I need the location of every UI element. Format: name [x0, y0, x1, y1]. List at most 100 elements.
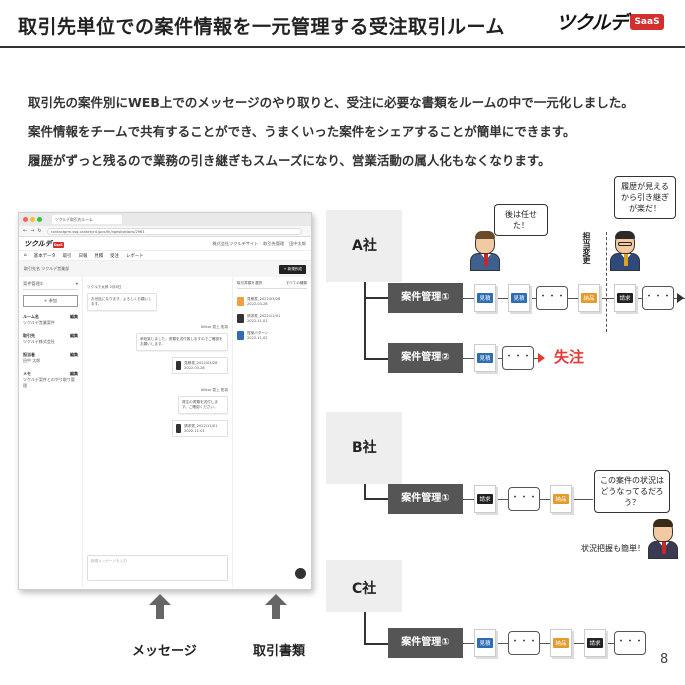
speech-bubble: 履歴が見えるから引き継ぎが楽だ！ — [614, 176, 676, 219]
user-name[interactable]: 田中太郎 — [289, 240, 306, 246]
maximize-dot-icon[interactable] — [37, 217, 42, 222]
person-icon — [470, 231, 500, 271]
lead-line-2: 案件情報をチームで共有することができ、うまくいった案件をシェアすることが簡単にで… — [28, 124, 576, 139]
nav-item-report[interactable]: レポート — [125, 253, 144, 259]
company-label-b: B社 — [352, 440, 377, 456]
doc-estimate: 見積 — [508, 284, 530, 312]
company-name: 株式会社ツクルデサイト — [212, 240, 259, 246]
sidebar-section: 担当者編集田中 太郎 — [23, 352, 78, 363]
chevron-down-icon[interactable]: ▾ — [75, 281, 78, 286]
brand-saas-badge: SaaS — [630, 13, 664, 30]
reload-icon[interactable]: ↻ — [37, 228, 42, 234]
nav-item-quote[interactable]: 見積 — [94, 253, 104, 259]
app-screenshot: ツクルデ取引先ルーム ← → ↻ contactgrm.ssg.cantetyr… — [18, 212, 312, 590]
back-icon[interactable]: ← — [23, 228, 28, 234]
room-breadcrumb: 取引先名 ツクルデ営業部 — [24, 266, 70, 271]
doc-delivery: 納品 — [578, 284, 600, 312]
new-room-button[interactable]: + 新規作成 — [279, 264, 306, 274]
company-label-a: A社 — [352, 238, 377, 254]
doc-invoice: 請求 — [584, 629, 606, 657]
message-bubble: お世話になります。よろしくお願いします。 — [87, 293, 157, 311]
app-nav: ⌂ 基本データ 取引 日報 見積 受注 レポート — [19, 251, 311, 261]
nav-item-master[interactable]: 基本データ — [33, 253, 56, 259]
doc-type-select[interactable]: すべての種類 — [285, 281, 307, 285]
message-bubble: 発注の書類を送付します。ご確認ください。 — [178, 396, 228, 414]
speech-bubble: この案件の状況はどうなってるだろう？ — [594, 470, 670, 513]
nav-item-deals[interactable]: 取引 — [62, 253, 72, 259]
lead-line-3: 履歴がずっと残るので業務の引き継ぎもスムーズになり、営業活動の属人化もなくなりま… — [28, 153, 551, 168]
home-icon[interactable]: ⌂ — [24, 253, 27, 258]
caption-documents: 取引書類 — [253, 644, 306, 659]
document-icon — [237, 314, 244, 323]
header-menu[interactable]: 取引先管理 — [263, 240, 285, 246]
title-divider — [0, 46, 685, 48]
caption-message: メッセージ — [132, 644, 197, 659]
room-subbar: 取引先名 ツクルデ営業部 + 新規作成 — [19, 261, 311, 277]
doc-estimate: 見積 — [474, 344, 496, 372]
message-dots: ・・・ — [642, 286, 674, 310]
nav-item-order[interactable]: 受注 — [110, 253, 119, 259]
person-icon — [648, 519, 678, 559]
url-bar: ← → ↻ contactgrm.ssg.cantetyrd.jpco/th/n… — [19, 226, 311, 237]
sidebar-section: ルーム名編集ツクルデ営業案件 — [23, 314, 78, 325]
message-dots: ・・・ — [508, 631, 540, 655]
document-icon — [176, 424, 182, 433]
flow-line — [463, 643, 629, 645]
brand-logo-text: ツクルデ — [556, 12, 628, 34]
doc-filter-select[interactable]: 取引書類を選択 — [237, 281, 263, 285]
message-bubble: 承知致しました。書類を送付致しますのでご確認をお願いします。 — [136, 333, 228, 351]
handover-label: 担当変更 — [582, 232, 591, 264]
page-title: 取引先単位での案件情報を一元管理する受注取引ルーム — [18, 16, 505, 38]
message-dots: ・・・ — [502, 346, 534, 370]
message-dots: ・・・ — [536, 286, 568, 310]
browser-tab[interactable]: ツクルデ取引先ルーム — [52, 215, 122, 224]
doc-invoice: 請求 — [614, 284, 636, 312]
case-box-c1: 案件管理① — [388, 628, 463, 658]
case-box-a2: 案件管理② — [388, 343, 463, 373]
lost-label: 失注 — [554, 348, 585, 366]
add-document-button[interactable] — [295, 568, 306, 579]
flow-line — [463, 358, 539, 360]
lead-line-1: 取引先の案件別にWEB上でのメッセージのやり取りと、受注に必要な書類をルームの中… — [28, 95, 634, 110]
message-input[interactable]: 新規メッセージを入力 — [87, 555, 228, 581]
doc-estimate: 見積 — [474, 284, 496, 312]
url-input[interactable]: contactgrm.ssg.cantetyrd.jpco/th/ngeslis… — [46, 227, 302, 235]
browser-chrome: ツクルデ取引先ルーム — [19, 213, 311, 226]
message-thread: ツクルデ太郎 2月8日 お世話になります。よろしくお願いします。 Xilitor… — [83, 277, 233, 587]
handover-line — [606, 232, 607, 332]
message-dots: ・・・ — [508, 487, 540, 511]
message-file-card[interactable]: 請求書_2022/11/01 2022.11.01 — [172, 420, 228, 437]
sidebar-section: 取引先編集ツクルデ株式会社 — [23, 333, 78, 344]
case-select[interactable]: 案件管理① — [23, 281, 44, 286]
doc-delivery: 納品 — [550, 485, 572, 513]
brand-logo: ツクルデ SaaS — [556, 8, 664, 35]
arrow-up-icon — [265, 594, 287, 619]
company-panel-c — [326, 560, 402, 612]
message-file-card[interactable]: 見積書_2022/03/28 2022.03.28 — [172, 357, 228, 374]
sidebar-section: メモ編集ツクルデ案件とのやり取り管理 — [23, 371, 78, 388]
document-icon — [176, 361, 182, 370]
forward-icon[interactable]: → — [30, 228, 35, 234]
document-icon — [237, 297, 244, 306]
minimize-dot-icon[interactable] — [30, 217, 35, 222]
nav-item-daily[interactable]: 日報 — [78, 253, 88, 259]
add-member-button[interactable]: + 参加 — [23, 295, 78, 307]
company-panel-b — [326, 412, 402, 484]
case-box-b1: 案件管理① — [388, 484, 463, 514]
room-sidebar: 案件管理① ▾ + 参加 ルーム名編集ツクルデ営業案件 取引先編集ツクルデ株式会… — [19, 277, 83, 587]
document-icon — [237, 331, 244, 340]
company-panel-a — [326, 210, 402, 282]
note-status: 状況把握も簡単！ — [581, 544, 645, 553]
doc-invoice: 請求 — [474, 485, 496, 513]
arrow-up-icon — [149, 594, 171, 619]
page-number: 8 — [660, 652, 669, 667]
message-sender: Xilitor 見上 拓真 — [200, 388, 228, 392]
message-sender: ツクルデ太郎 2月8日 — [87, 285, 122, 289]
close-dot-icon[interactable] — [23, 217, 28, 222]
